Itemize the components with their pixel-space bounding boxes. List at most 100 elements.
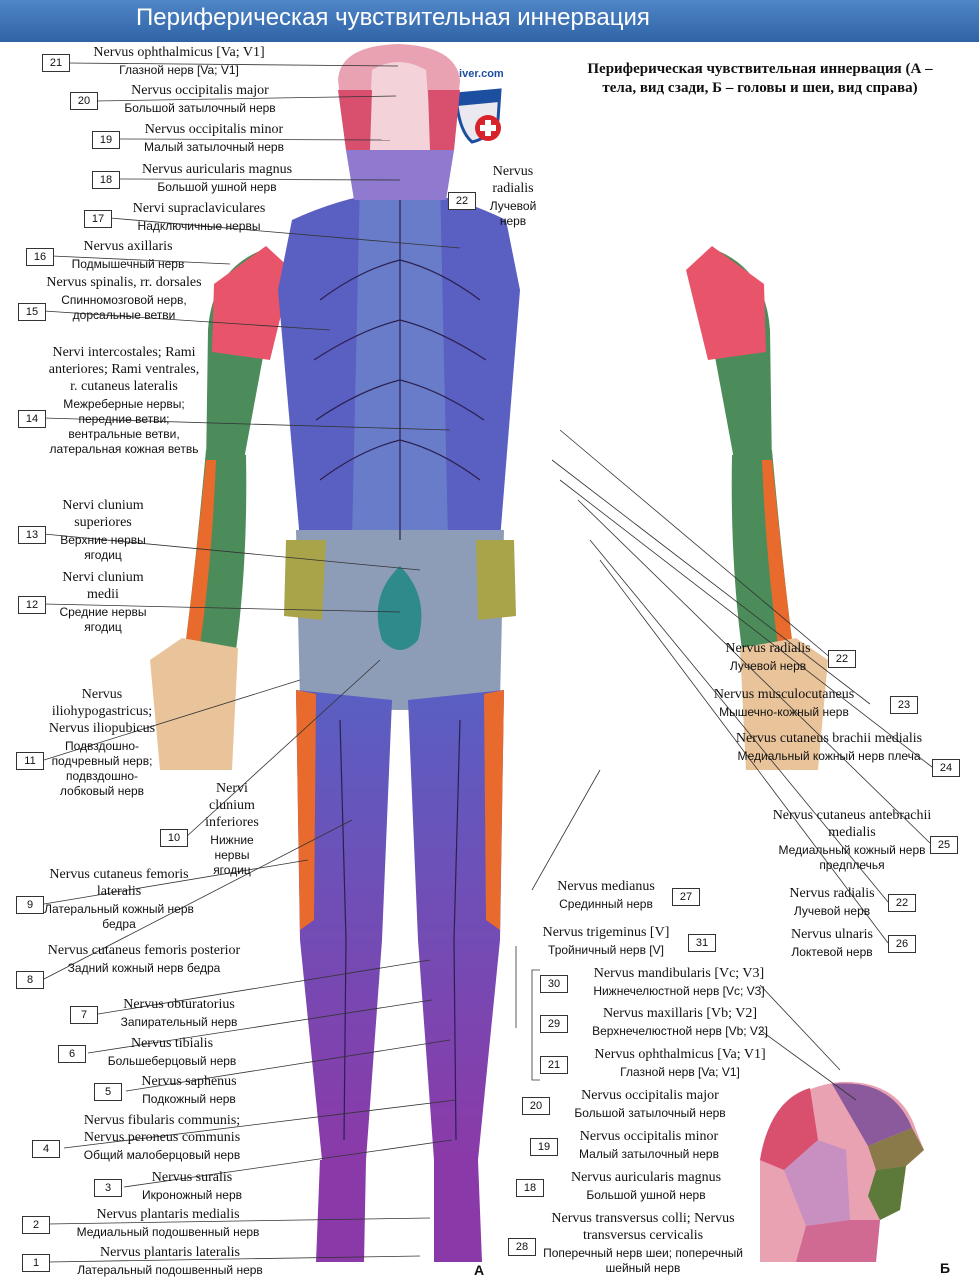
label-russian: Средние нервы ягодиц — [59, 605, 147, 634]
label-russian: Подмышечный нерв — [71, 257, 185, 271]
label-russian: Икроножный нерв — [141, 1188, 243, 1202]
head-occipital-major — [368, 62, 432, 150]
panel-a-letter: А — [474, 1262, 485, 1278]
label-russian: Запирательный нерв — [120, 1015, 238, 1029]
label-russian: Глазной нерв [Va; V1] — [119, 63, 239, 77]
label-russian: Задний кожный нерв бедра — [67, 961, 221, 975]
label-number: 30 — [540, 975, 568, 993]
label-russian: Малый затылочный нерв — [144, 140, 284, 154]
nerve-branches — [313, 200, 487, 1141]
label-latin: Nervus plantaris lateralis — [100, 1245, 240, 1260]
label-latin: Nervus radialis — [492, 164, 534, 196]
right-hand — [740, 638, 828, 770]
label-russian: Надключичные нервы — [137, 219, 261, 233]
label-number: 18 — [92, 171, 120, 189]
label-russian: Спинномозговой нерв, дорсальные ветви — [61, 293, 187, 322]
label-number: 1 — [22, 1254, 50, 1272]
label-russian: Лучевой нерв — [729, 659, 807, 673]
label-number: 18 — [516, 1179, 544, 1197]
head-b-maxillary-zone — [868, 1128, 924, 1170]
label-russian: Латеральный подошвенный нерв — [77, 1263, 263, 1277]
label-number: 26 — [888, 935, 916, 953]
label-number: 9 — [16, 896, 44, 914]
left-foot — [316, 1160, 366, 1262]
label-russian: Нижнечелюстной нерв [Vc; V3] — [593, 984, 765, 998]
label-russian: Локтевой нерв — [791, 945, 873, 959]
label-number: 19 — [92, 131, 120, 149]
label-latin: Nervus trigeminus [V] — [542, 925, 670, 940]
label-number: 22 — [828, 650, 856, 668]
label-russian: Медиальный подошвенный нерв — [76, 1225, 260, 1239]
label-number: 21 — [540, 1056, 568, 1074]
panel-b-letter: Б — [940, 1260, 951, 1276]
label-number: 25 — [930, 836, 958, 854]
label-russian: Большой затылочный нерв — [124, 101, 276, 115]
neck — [346, 150, 454, 200]
label-number: 21 — [42, 54, 70, 72]
label-number: 15 — [18, 303, 46, 321]
label-latin: Nervus cutaneus antebrachii medialis — [772, 808, 932, 840]
label-russian: Поперечный нерв шеи; поперечный шейный н… — [543, 1246, 743, 1275]
label-number: 31 — [688, 934, 716, 952]
label-latin: Nervus musculocutaneus — [713, 687, 855, 702]
label-number: 6 — [58, 1045, 86, 1063]
right-foot — [434, 1160, 482, 1262]
label-latin: Nervus auricularis magnus — [570, 1170, 722, 1185]
label-number: 29 — [540, 1015, 568, 1033]
label-russian: Подкожный нерв — [142, 1092, 236, 1106]
label-latin: Nervus cutaneus femoris lateralis — [49, 867, 189, 899]
title-bar: Периферическая чувствительная иннервация — [0, 0, 979, 42]
head-b-neck-zone — [796, 1220, 880, 1262]
label-russian: Нижние нервы ягодиц — [210, 833, 254, 877]
leader-lines — [43, 62, 933, 1263]
page-title: Периферическая чувствительная иннервация — [136, 4, 650, 31]
label-number: 12 — [18, 596, 46, 614]
label-latin: Nervus fibularis communis; Nervus perone… — [83, 1113, 241, 1145]
label-number: 5 — [94, 1083, 122, 1101]
head-b-mandibular-zone — [868, 1166, 906, 1220]
label-latin: Nervus cutaneus femoris posterior — [47, 943, 241, 958]
left-forearm-radial — [186, 460, 216, 645]
label-latin: Nervus occipitalis major — [131, 83, 269, 98]
label-latin: Nervus ophthalmicus [Va; V1] — [93, 45, 265, 60]
label-number: 22 — [888, 894, 916, 912]
label-russian: Срединный нерв — [559, 897, 653, 911]
label-russian: Латеральный кожный нерв бедра — [44, 902, 194, 931]
label-latin: Nervus saphenus — [141, 1074, 237, 1089]
label-number: 16 — [26, 248, 54, 266]
right-axillary-zone — [686, 246, 766, 360]
label-russian: Подвздошно-подчревный нерв; подвздошно-л… — [51, 739, 153, 798]
label-number: 11 — [16, 752, 44, 770]
label-number: 27 — [672, 888, 700, 906]
label-latin: Nervi clunium superiores — [62, 498, 144, 530]
label-number: 3 — [94, 1179, 122, 1197]
label-number: 14 — [18, 410, 46, 428]
label-russian: Большой ушной нерв — [157, 180, 277, 194]
label-latin: Nervus suralis — [151, 1170, 233, 1185]
label-latin: Nervus mandibularis [Vc; V3] — [593, 966, 765, 981]
label-russian: Мышечно-кожный нерв — [719, 705, 849, 719]
label-number: 13 — [18, 526, 46, 544]
label-latin: Nervus cutaneus brachii medialis — [735, 731, 923, 746]
right-forearm-radial — [762, 460, 792, 645]
cluneal-superior-zone — [284, 540, 516, 620]
left-leg — [296, 690, 392, 1160]
label-russian: Медиальный кожный нерв предплечья — [778, 843, 926, 872]
label-number: 4 — [32, 1140, 60, 1158]
label-latin: Nervus plantaris medialis — [96, 1207, 240, 1222]
label-latin: Nervus ulnaris — [790, 927, 874, 942]
label-latin: Nervi supraclaviculares — [132, 201, 266, 216]
label-latin: Nervus spinalis, rr. dorsales — [46, 275, 202, 290]
label-russian: Большеберцовый нерв — [107, 1054, 237, 1068]
label-number: 19 — [530, 1138, 558, 1156]
label-russian: Верхнечелюстной нерв [Vb; V2] — [592, 1024, 768, 1038]
label-number: 2 — [22, 1216, 50, 1234]
label-latin: Nervi intercostales; Rami anteriores; Ra… — [48, 345, 200, 394]
label-number: 10 — [160, 829, 188, 847]
label-latin: Nervus occipitalis major — [581, 1088, 719, 1103]
label-latin: Nervus radialis — [725, 641, 811, 656]
head-b-ophthalmic-zone — [832, 1083, 912, 1146]
label-latin: Nervus occipitalis minor — [144, 122, 284, 137]
label-latin: Nervus tibialis — [130, 1036, 214, 1051]
label-latin: Nervus obturatorius — [123, 997, 235, 1012]
